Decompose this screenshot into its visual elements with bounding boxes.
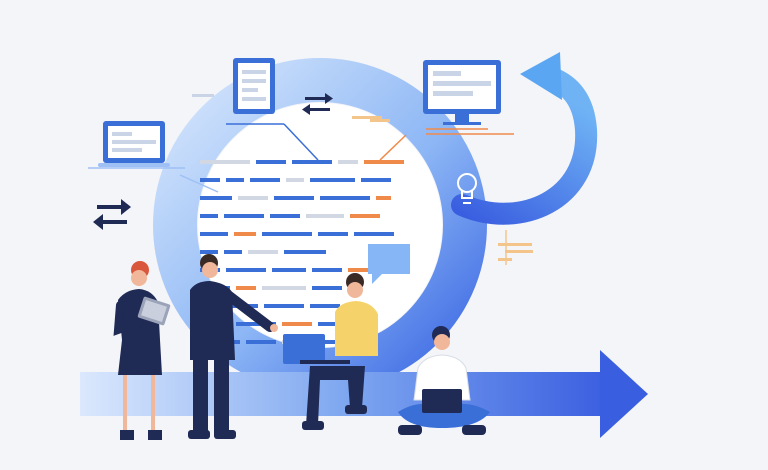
lightbulb-icon xyxy=(457,173,477,204)
code-segment xyxy=(224,214,264,218)
connector-line xyxy=(179,174,219,193)
code-segment xyxy=(262,232,312,236)
code-segment xyxy=(310,178,355,182)
loop-arrowhead xyxy=(520,52,562,100)
chat-bubble-icon xyxy=(368,244,410,284)
code-segment xyxy=(270,214,300,218)
code-segment xyxy=(236,286,256,290)
person-man-sitting-cross-legged xyxy=(398,326,490,435)
code-segment xyxy=(320,196,370,200)
code-segment xyxy=(238,196,268,200)
code-segment xyxy=(312,286,342,290)
code-lines xyxy=(200,160,404,344)
code-segment xyxy=(200,250,218,254)
code-segment xyxy=(292,160,332,164)
code-segment xyxy=(226,178,244,182)
connector-line xyxy=(379,134,407,161)
code-segment xyxy=(200,178,220,182)
code-segment xyxy=(256,160,286,164)
code-segment xyxy=(282,322,312,326)
code-segment xyxy=(310,304,340,308)
code-segment xyxy=(226,268,266,272)
code-segment xyxy=(250,178,280,182)
code-segment xyxy=(246,340,276,344)
progress-arrowhead xyxy=(600,350,648,438)
code-segment xyxy=(308,340,348,344)
sync-arrows-icon xyxy=(302,93,333,115)
code-segment xyxy=(236,322,276,326)
ring-inner-panel xyxy=(198,103,442,347)
laptop-screen-icon xyxy=(98,121,170,167)
tablet-icon xyxy=(233,58,275,114)
person-man-with-laptop xyxy=(283,273,378,430)
code-segment xyxy=(200,196,232,200)
code-segment xyxy=(350,214,380,218)
code-segment xyxy=(361,178,391,182)
code-segment xyxy=(200,232,228,236)
connector-line xyxy=(283,123,319,161)
iteration-loop-arc xyxy=(451,67,598,225)
desktop-monitor-icon xyxy=(423,60,501,125)
code-segment xyxy=(376,196,391,200)
code-segment xyxy=(272,268,306,272)
code-segment xyxy=(264,304,304,308)
code-segment xyxy=(274,196,314,200)
code-segment xyxy=(364,160,404,164)
code-segment xyxy=(318,232,348,236)
code-segment xyxy=(234,232,256,236)
code-segment xyxy=(200,160,250,164)
code-segment xyxy=(248,250,278,254)
code-segment xyxy=(312,268,342,272)
decor-bar xyxy=(352,116,382,119)
decor-bar xyxy=(505,250,533,253)
code-segment xyxy=(354,232,394,236)
code-segment xyxy=(318,322,346,326)
person-man-pointing xyxy=(188,254,278,439)
code-segment xyxy=(284,250,326,254)
code-segment xyxy=(200,214,218,218)
code-segment xyxy=(338,160,358,164)
decor-bar xyxy=(370,119,390,122)
code-segment xyxy=(306,214,344,218)
decor-bar xyxy=(498,243,532,246)
code-segment xyxy=(262,286,306,290)
decor-bar xyxy=(498,258,512,261)
code-segment xyxy=(224,250,242,254)
decor-bar xyxy=(192,94,214,97)
person-woman-with-tablet xyxy=(113,261,171,440)
exchange-arrows-icon xyxy=(93,199,131,230)
code-segment xyxy=(286,178,304,182)
